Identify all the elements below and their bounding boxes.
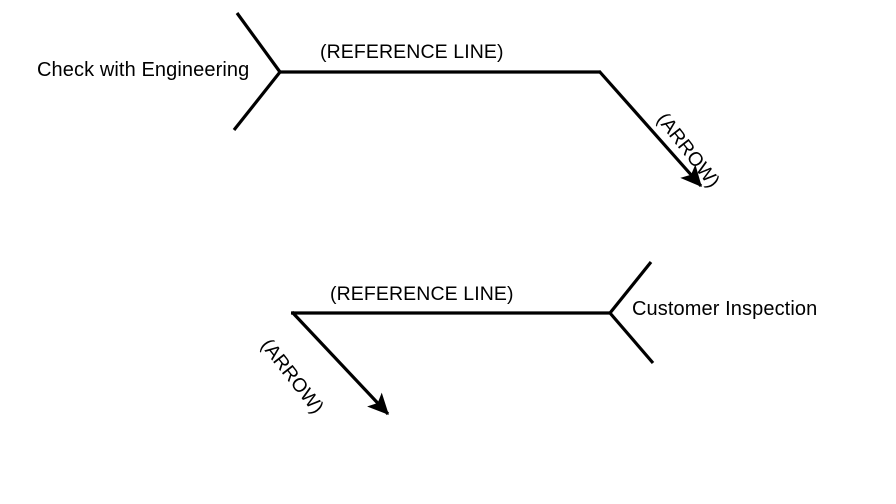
top-reference-line-label: (REFERENCE LINE)	[320, 41, 504, 63]
bottom-arrow-line	[290, 310, 390, 416]
top-fork-lower-branch	[232, 71, 282, 131]
top-diagram-group	[232, 12, 703, 188]
bottom-diagram-group	[290, 260, 655, 416]
top-endpoint-label: Check with Engineering	[37, 59, 250, 81]
bottom-fork-upper-branch	[608, 260, 653, 315]
top-arrow-line	[597, 69, 703, 188]
top-fork-upper-branch	[235, 12, 282, 73]
bottom-reference-line-label: (REFERENCE LINE)	[330, 283, 514, 305]
bottom-endpoint-label: Customer Inspection	[632, 298, 818, 320]
bottom-fork-lower-branch	[608, 311, 655, 365]
